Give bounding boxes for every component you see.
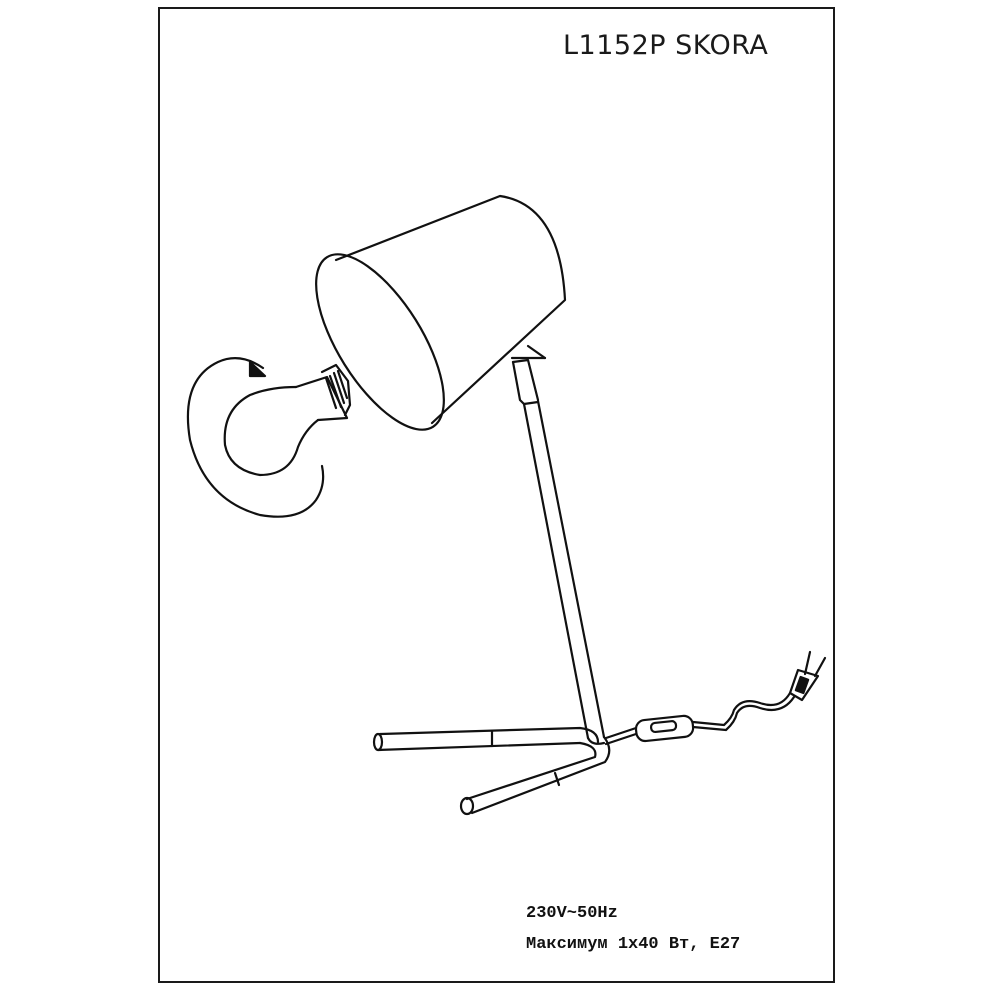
instruction-sheet-frame (158, 7, 835, 983)
electrical-specs: 230V~50Hz Максимум 1x40 Вт, E27 (526, 898, 740, 960)
lamp-stem (510, 356, 606, 740)
wattage-spec: Максимум 1x40 Вт, E27 (526, 935, 741, 954)
plug-icon (788, 650, 827, 702)
voltage-spec: 230V~50Hz (526, 904, 618, 923)
power-cord (604, 650, 827, 746)
lamp-shade (315, 194, 567, 431)
model-title: L1152P SKORA (563, 30, 769, 61)
shade-mount (526, 344, 547, 360)
rotation-arrow-icon (186, 357, 325, 518)
light-bulb-icon (223, 363, 352, 477)
lamp-base (372, 726, 611, 816)
inline-switch-icon (634, 714, 695, 743)
